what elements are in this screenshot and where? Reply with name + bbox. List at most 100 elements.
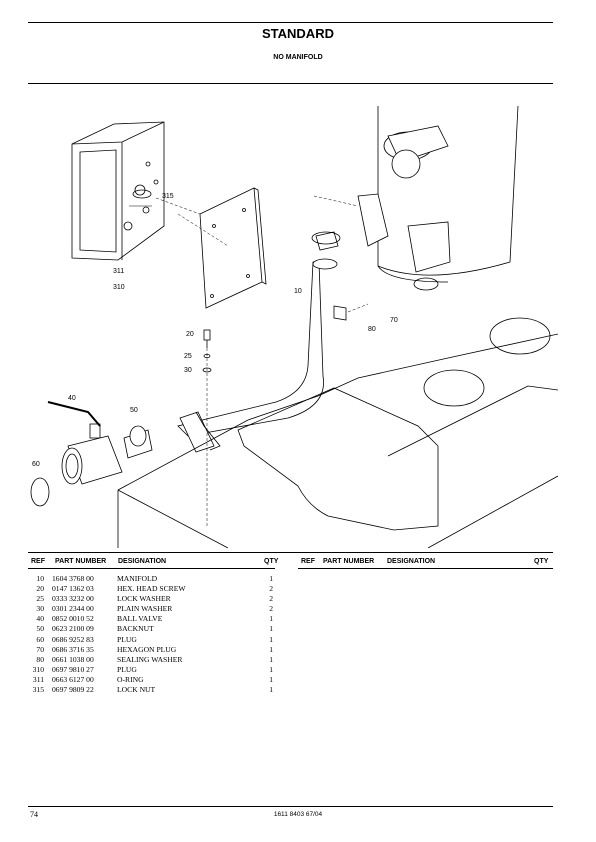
table-top-rule	[28, 552, 553, 553]
callout-10: 10	[294, 288, 302, 295]
cell-ref: 80	[36, 654, 44, 664]
cell-des: LOCK WASHER	[117, 594, 171, 604]
cell-pn: 0697 9810 27	[52, 664, 94, 674]
callout-311: 311	[113, 268, 124, 275]
callout-70: 70	[390, 317, 398, 324]
cell-qty: 1	[269, 574, 273, 583]
cell-pn: 0686 3716 35	[52, 644, 94, 654]
manifold-pipe	[177, 231, 347, 453]
cell-pn: 0697 9809 22	[52, 685, 94, 695]
ball-valve	[47, 401, 153, 485]
col-qty-right: QTY	[534, 558, 549, 565]
cell-des: PLAIN WASHER	[117, 604, 173, 614]
cell-qty: 1	[269, 634, 273, 644]
table-row: 311 0663 6127 00 O-RING 1	[28, 675, 273, 685]
col-designation-right: DESIGNATION	[387, 558, 436, 565]
cell-pn: 1604 3768 00	[52, 574, 94, 583]
cell-pn: 0623 2100 09	[52, 624, 94, 634]
callout-50: 50	[130, 407, 138, 414]
callout-20: 20	[186, 331, 194, 338]
cell-ref: 40	[36, 614, 44, 624]
cell-pn: 0147 1362 03	[52, 584, 94, 594]
table-row: 20 0147 1362 03 HEX. HEAD SCREW 2	[28, 584, 273, 594]
col-ref-right: REF	[301, 558, 315, 565]
table-row: 60 0686 9252 83 PLUG 1	[28, 635, 273, 645]
header-underline-right	[298, 568, 553, 569]
col-ref: REF	[31, 558, 45, 565]
cell-ref: 310	[32, 664, 44, 674]
exploded-view-drawing: 315 311 310 10 80 70 20 25 30 40 50 60	[30, 105, 558, 548]
plug-60	[30, 477, 50, 507]
cell-des: MANIFOLD	[117, 574, 158, 583]
cell-des: SEALING WASHER	[117, 654, 183, 664]
callout-30: 30	[184, 367, 192, 374]
cell-qty: 1	[269, 644, 273, 654]
cell-qty: 2	[269, 604, 273, 614]
cell-pn: 0333 3232 00	[52, 594, 94, 604]
callout-315: 315	[162, 193, 174, 200]
cell-ref: 311	[32, 674, 44, 684]
cell-des: O-RING	[117, 674, 144, 684]
callout-40: 40	[68, 395, 76, 402]
motor-housing	[357, 105, 519, 291]
parts-table: 10 1604 3768 00 MANIFOLD 1 20 0147 1362 03 HEX…	[28, 574, 273, 695]
junction-box	[71, 121, 165, 261]
cell-ref: 20	[36, 584, 44, 594]
table-row: 80 0661 1038 00 SEALING WASHER 1	[28, 655, 273, 665]
callout-310: 310	[113, 284, 125, 291]
table-row: 50 0623 2100 09 BACKNUT 1	[28, 624, 273, 634]
callout-60: 60	[32, 461, 40, 468]
cell-qty: 2	[269, 594, 273, 604]
cell-des: BACKNUT	[117, 624, 154, 634]
cell-des: PLUG	[117, 664, 137, 674]
cell-ref: 315	[32, 685, 44, 695]
cell-qty: 1	[269, 624, 273, 634]
header-underline-left	[28, 568, 275, 569]
table-row: 310 0697 9810 27 PLUG 1	[28, 665, 273, 675]
cover-plate	[199, 187, 267, 309]
cell-des: HEXAGON PLUG	[117, 644, 177, 654]
header-rule	[28, 83, 553, 84]
cell-pn: 0661 1038 00	[52, 654, 94, 664]
footer-rule	[28, 806, 553, 807]
table-row: 10 1604 3768 00 MANIFOLD 1	[28, 574, 273, 584]
cell-qty: 1	[269, 664, 273, 674]
cell-qty: 1	[269, 614, 273, 624]
cell-des: HEX. HEAD SCREW	[117, 584, 186, 594]
col-qty: QTY	[264, 558, 279, 565]
table-row: 315 0697 9809 22 LOCK NUT 1	[28, 685, 273, 695]
cell-pn: 0686 9252 83	[52, 634, 94, 644]
cell-qty: 2	[269, 584, 273, 594]
base-frame	[117, 317, 558, 548]
cell-des: PLUG	[117, 634, 137, 644]
cell-ref: 70	[36, 644, 44, 654]
document-number: 1611 8403 67/04	[273, 811, 323, 818]
callout-80: 80	[368, 326, 376, 333]
page-number: 74	[30, 810, 38, 819]
cell-ref: 10	[36, 574, 44, 583]
col-part-number: PART NUMBER	[55, 558, 107, 565]
cell-qty: 1	[269, 654, 273, 664]
cell-qty: 1	[269, 685, 273, 695]
cell-ref: 50	[36, 624, 44, 634]
cell-pn: 0663 6127 00	[52, 674, 94, 684]
page-subtitle: NO MANIFOLD	[273, 54, 323, 61]
callout-25: 25	[184, 353, 192, 360]
table-row: 25 0333 3232 00 LOCK WASHER 2	[28, 594, 273, 604]
cell-des: LOCK NUT	[117, 685, 156, 695]
table-row: 70 0686 3716 35 HEXAGON PLUG 1	[28, 645, 273, 655]
cell-des: BALL VALVE	[117, 614, 163, 624]
cell-qty: 1	[269, 674, 273, 684]
col-designation: DESIGNATION	[118, 558, 167, 565]
leader-lines	[155, 195, 369, 526]
cell-ref: 60	[36, 634, 44, 644]
table-row: 40 0852 0010 52 BALL VALVE 1	[28, 614, 273, 624]
page-title: STANDARD	[262, 26, 334, 41]
col-part-number-right: PART NUMBER	[323, 558, 375, 565]
top-rule	[28, 22, 553, 23]
table-row: 30 0301 2344 00 PLAIN WASHER 2	[28, 604, 273, 614]
cell-pn: 0301 2344 00	[52, 604, 94, 614]
cell-ref: 25	[36, 594, 44, 604]
cell-ref: 30	[36, 604, 44, 614]
cell-pn: 0852 0010 52	[52, 614, 94, 624]
